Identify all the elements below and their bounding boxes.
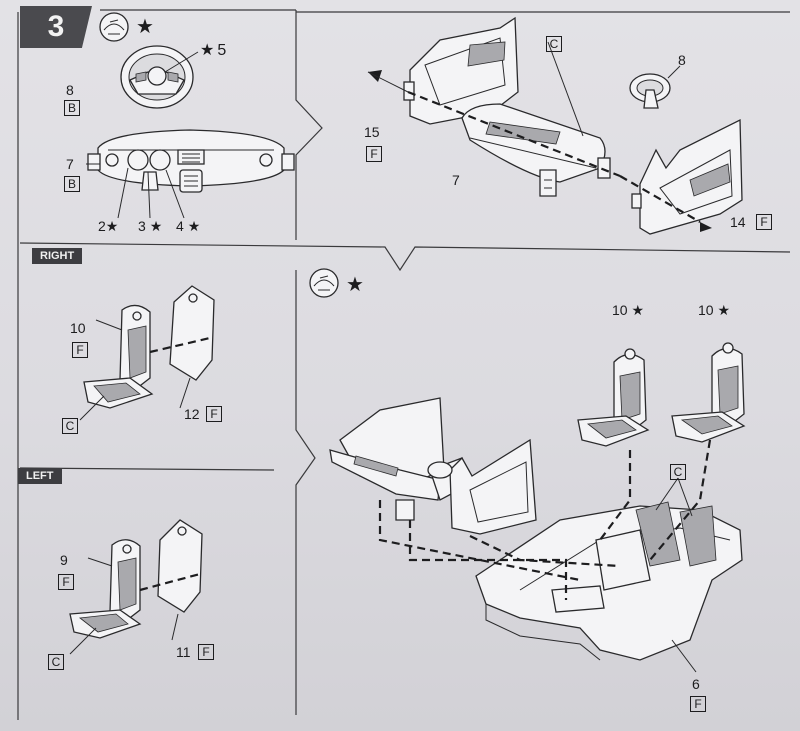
door-panel-part-15: [403, 16, 519, 125]
star-glyph: ★: [631, 302, 645, 318]
door-panel-part-14: [631, 118, 743, 235]
steering-wheel-part-8-small: [629, 65, 681, 109]
sprue-letter-box: C: [670, 464, 686, 480]
sprue-letter-box: F: [366, 146, 382, 162]
sprue-letter-box: F: [198, 644, 214, 660]
seat-back-part-11: [157, 519, 203, 613]
part-number-label: 14: [730, 214, 746, 230]
arrow-head-right-icon: [700, 222, 712, 232]
mid-rule: [19, 242, 791, 272]
paint-detail-icon: [309, 268, 339, 298]
seat-part-10-right: [83, 304, 154, 409]
dashboard-part-7-assembled: [461, 103, 611, 197]
part-number-label: 11: [176, 644, 191, 660]
seat-part-10-a: [577, 348, 650, 447]
seat-back-part-12: [169, 285, 215, 381]
sprue-letter-box: F: [206, 406, 222, 422]
assembly-guide-line: [469, 535, 621, 568]
step-number: 3: [47, 10, 65, 43]
assembly-guide-line: [619, 175, 701, 223]
left-section-rule: [19, 467, 275, 471]
steering-wheel-part-8: [120, 45, 199, 109]
sprue-letter-box: C: [546, 36, 562, 52]
part-number-label: 7: [66, 156, 74, 172]
step-number-badge: 3: [20, 6, 92, 48]
part-number-label: 10: [612, 302, 628, 318]
part-number-label: 9: [60, 552, 68, 568]
gauge-label-4: 4 ★: [176, 218, 200, 235]
star-glyph: ★: [200, 42, 215, 59]
star-glyph: ★: [187, 218, 201, 234]
assembly-guide-line: [149, 336, 211, 354]
section-tag-left: LEFT: [18, 468, 62, 484]
gauge-label-2: 2★: [98, 218, 118, 235]
seat-part-10-b: [671, 342, 746, 443]
sprue-letter-box: C: [62, 418, 78, 434]
assembly-guide-line: [408, 520, 568, 600]
star-mark-5: ★5: [200, 40, 226, 60]
paint-detail-icon: [99, 12, 129, 42]
part-number-label: 10: [698, 302, 714, 318]
interior-tub-part-6: [475, 501, 743, 661]
sprue-letter-box: F: [72, 342, 88, 358]
dash-assembly-bottom: [329, 397, 537, 535]
sprue-letter-box: F: [756, 214, 772, 230]
part-number-label: 3: [138, 218, 146, 234]
seat-part-9-left: [69, 539, 142, 639]
dashboard-part-7: [86, 129, 295, 219]
divider-top-chevron: [295, 10, 323, 240]
star-glyph: ★: [105, 218, 119, 234]
divider-bottom-chevron: [295, 270, 316, 715]
sprue-letter-box: F: [690, 696, 706, 712]
assembly-guide-line: [378, 500, 581, 582]
section-tag-right: RIGHT: [32, 248, 83, 264]
part-number-label: 15: [364, 124, 380, 140]
part-number-label: 6: [692, 676, 700, 692]
part-number-label: 8: [66, 82, 74, 98]
part-number-label: 5: [217, 42, 227, 59]
optional-star-mark: ★: [346, 274, 364, 296]
part-number-label: 8: [678, 52, 686, 68]
sprue-letter-box: F: [58, 574, 74, 590]
part-number-label: 2: [98, 218, 106, 234]
star-glyph: ★: [149, 218, 163, 234]
sprue-letter-box: B: [64, 176, 80, 192]
sprue-letter-box: C: [48, 654, 64, 670]
seat-b-label: 10 ★: [698, 302, 730, 319]
part-number-label: 4: [176, 218, 184, 234]
part-number-label: 10: [70, 320, 86, 336]
seat-a-label: 10 ★: [612, 302, 644, 319]
part-number-label: 7: [452, 172, 460, 188]
gauge-label-3: 3 ★: [138, 218, 162, 235]
optional-star-mark: ★: [136, 16, 154, 38]
assembly-guide-line: [649, 439, 712, 561]
part-number-label: 12: [184, 406, 200, 422]
sprue-letter-box: B: [64, 100, 80, 116]
star-glyph: ★: [717, 302, 731, 318]
assembly-guide-line: [139, 572, 201, 592]
assembly-guide-line: [599, 450, 632, 541]
